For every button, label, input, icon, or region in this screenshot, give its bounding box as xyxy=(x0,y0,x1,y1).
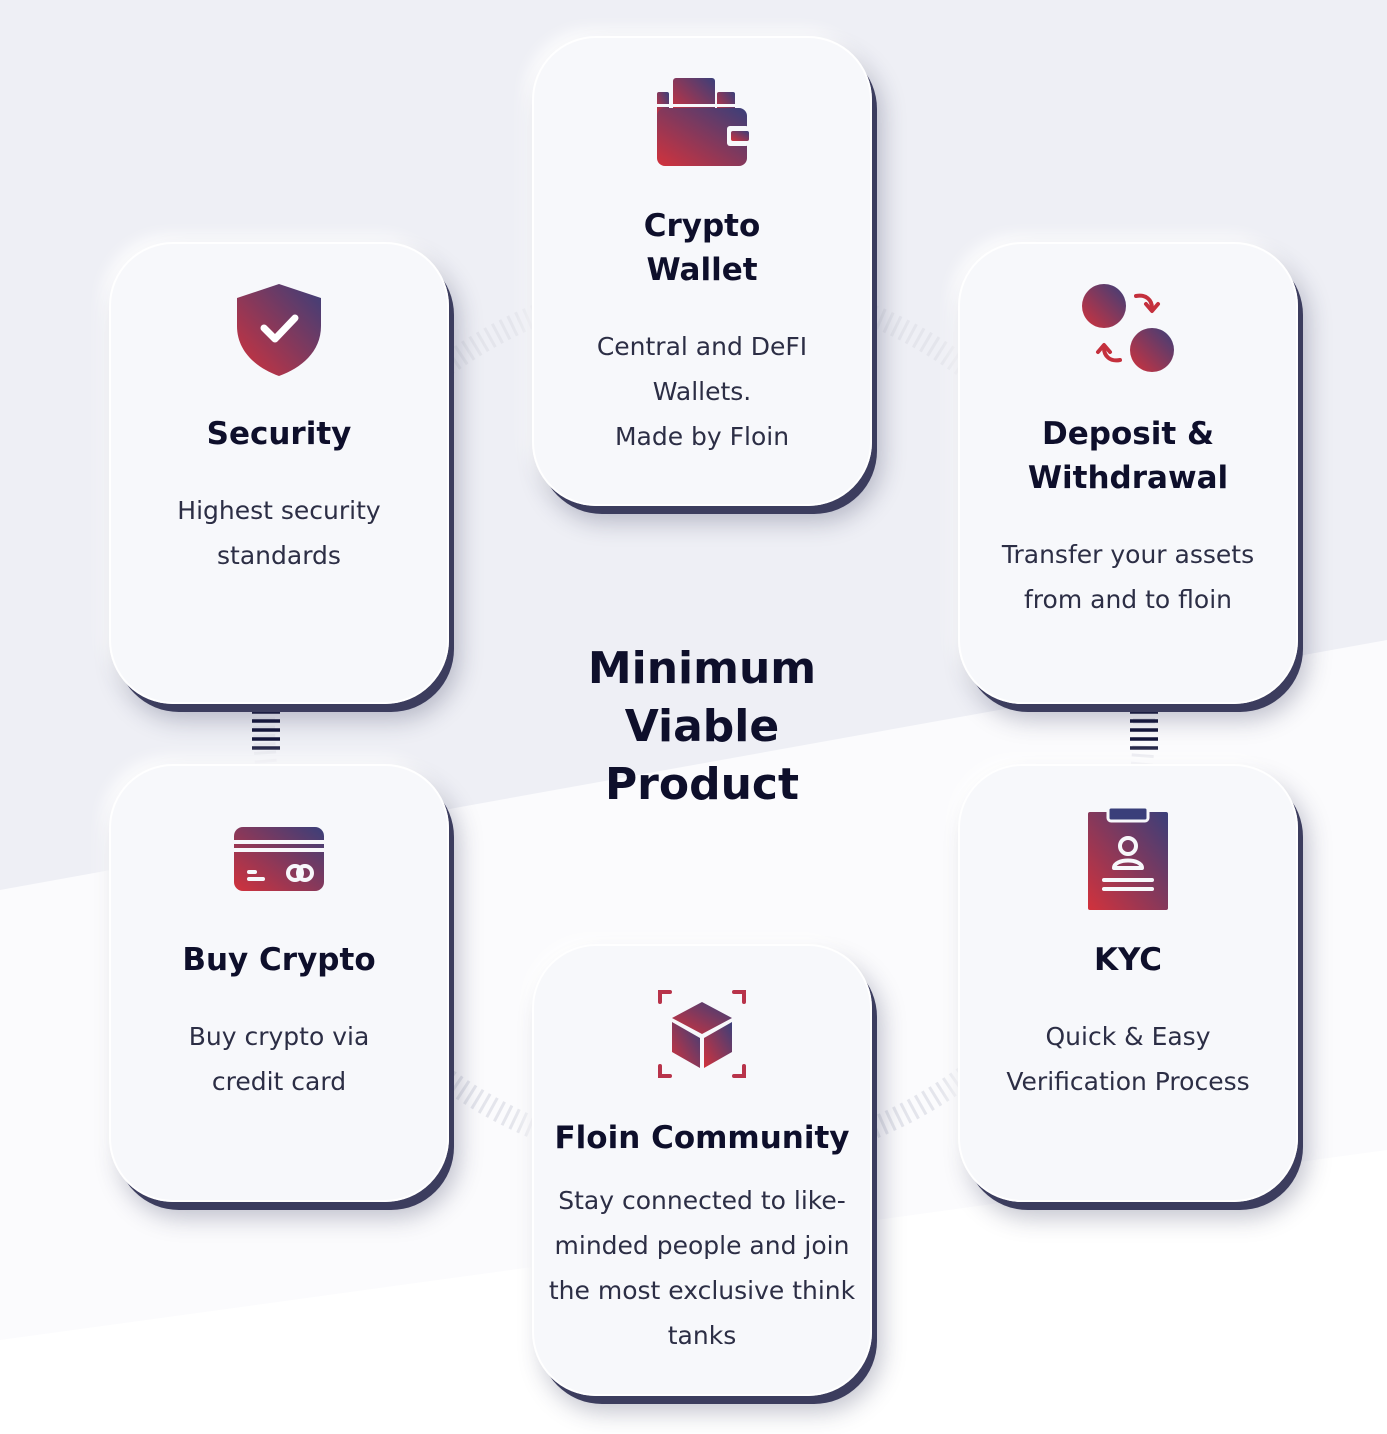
card-title: Floin Community xyxy=(554,1120,850,1156)
card-description: Highest security standards xyxy=(177,496,381,570)
card-floin-community: Floin Community Stay connected to like- … xyxy=(532,944,872,1396)
id-badge-icon xyxy=(1088,806,1168,910)
card-crypto-wallet: Crypto Wallet Central and DeFI Wallets. … xyxy=(532,36,872,506)
card-title: KYC xyxy=(1093,942,1163,978)
card-description: Buy crypto via credit card xyxy=(188,1022,370,1096)
card-security: Security Highest security standards xyxy=(109,242,449,704)
card-buy-crypto: Buy Crypto Buy crypto via credit card xyxy=(109,764,449,1202)
card-title: Buy Crypto xyxy=(182,942,376,978)
card-description: Stay connected to like- minded people an… xyxy=(548,1186,856,1350)
wallet-icon xyxy=(657,78,749,166)
exchange-coins-icon xyxy=(1082,284,1174,372)
credit-card-icon xyxy=(234,827,324,891)
card-deposit-withdrawal: Deposit & Withdrawal Transfer your asset… xyxy=(958,242,1298,704)
shield-check-icon xyxy=(237,284,321,376)
card-title: Security xyxy=(206,416,352,452)
card-description: Quick & Easy Verification Process xyxy=(1006,1022,1250,1096)
card-title: Crypto Wallet xyxy=(643,208,761,288)
card-description: Central and DeFI Wallets. Made by Floin xyxy=(596,332,808,451)
cube-scan-icon xyxy=(658,990,746,1078)
center-title: Minimum Viable Product xyxy=(587,643,817,810)
card-title: Deposit & Withdrawal xyxy=(1027,416,1229,496)
card-description: Transfer your assets from and to floin xyxy=(1001,540,1255,614)
card-kyc: KYC Quick & Easy Verification Process xyxy=(958,764,1298,1202)
